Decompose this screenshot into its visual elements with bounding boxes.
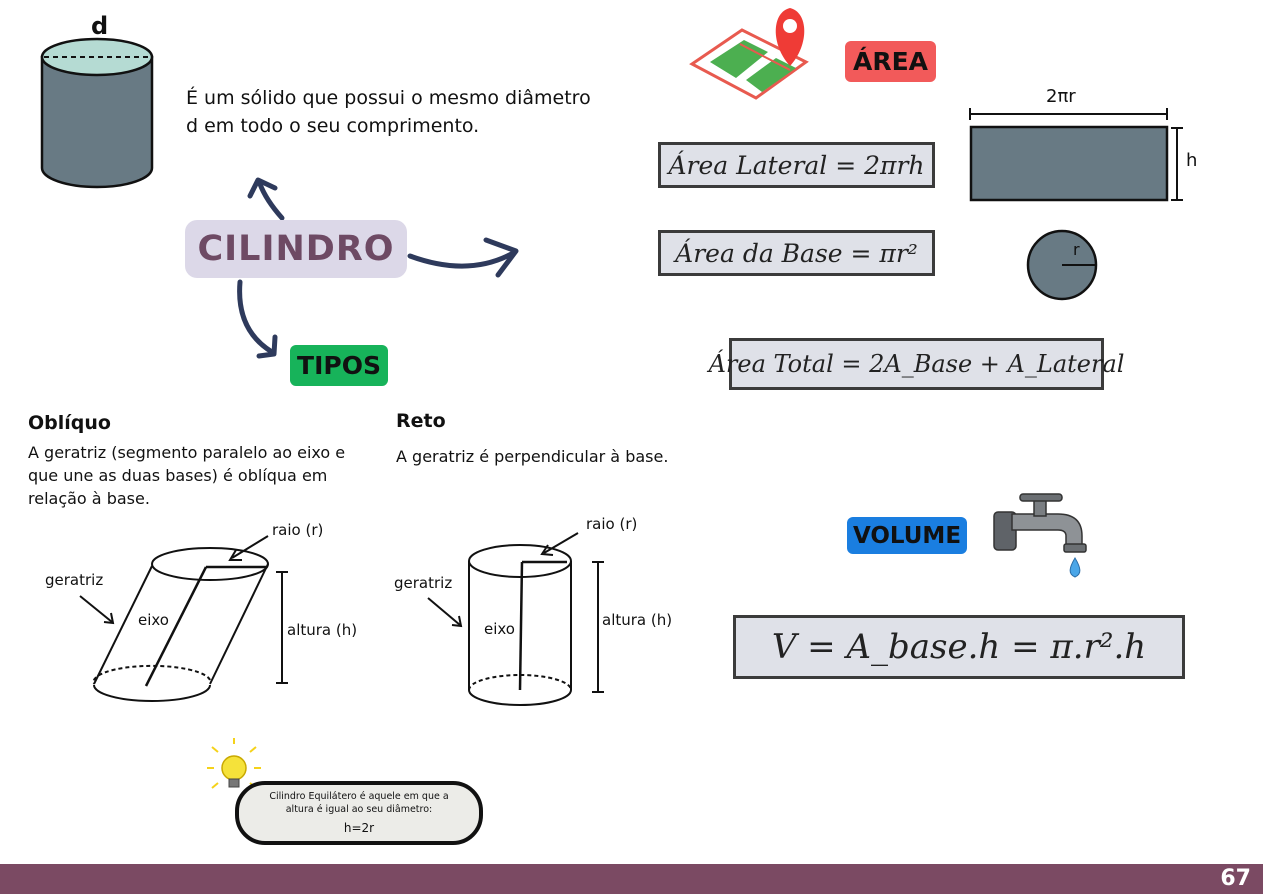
right-eixo-label: eixo <box>484 620 515 638</box>
page-number: 67 <box>1220 866 1251 891</box>
right-altura-label: altura (h) <box>602 611 673 629</box>
volume-formula-text: V = A_base.h = π.r².h <box>771 627 1147 667</box>
mindmap-arrows <box>237 177 519 359</box>
rect-height-label: h <box>1186 150 1198 171</box>
right-raio-label: raio (r) <box>586 515 638 533</box>
lateral-area-formula: Área Lateral = 2πrh <box>658 142 935 188</box>
volume-badge: VOLUME <box>847 517 967 554</box>
tipos-badge: TIPOS <box>290 345 388 386</box>
oblique-eixo-label: eixo <box>138 611 169 629</box>
rect-width-label: 2πr <box>1046 86 1076 107</box>
map-pin-icon <box>689 8 809 100</box>
oblique-raio-label: raio (r) <box>272 521 324 539</box>
oblique-title: Oblíquo <box>28 412 111 434</box>
cylinder-illustration <box>40 37 154 189</box>
right-description: A geratriz é perpendicular à base. <box>396 447 669 466</box>
topic-title: CILINDRO <box>185 220 407 278</box>
base-area-diagram <box>1026 229 1098 301</box>
area-badge: ÁREA <box>845 41 936 82</box>
diameter-label: d <box>91 12 109 40</box>
lateral-area-diagram <box>969 108 1183 202</box>
base-area-formula-text: Área da Base = πr² <box>675 238 918 268</box>
oblique-geratriz-label: geratriz <box>45 571 104 589</box>
lightbulb-icon <box>207 738 261 789</box>
volume-formula: V = A_base.h = π.r².h <box>733 615 1185 679</box>
lateral-area-formula-text: Área Lateral = 2πrh <box>668 150 925 180</box>
total-area-formula-text: Área Total = 2A_Base + A_Lateral <box>708 350 1125 378</box>
page-footer: 67 <box>0 864 1263 894</box>
tip-bubble: Cilindro Equilátero é aquele em que a al… <box>235 781 483 845</box>
oblique-cylinder-diagram <box>79 535 288 702</box>
oblique-altura-label: altura (h) <box>287 621 358 639</box>
oblique-description: A geratriz (segmento paralelo ao eixo e … <box>28 443 346 508</box>
total-area-formula: Área Total = 2A_Base + A_Lateral <box>709 338 1124 390</box>
base-area-formula: Área da Base = πr² <box>658 230 935 276</box>
cylinder-description: É um sólido que possui o mesmo diâmetro … <box>186 87 591 137</box>
tip-text: Cilindro Equilátero é aquele em que a al… <box>269 791 449 815</box>
right-title: Reto <box>396 410 446 432</box>
water-faucet-icon <box>993 493 1087 578</box>
right-cylinder-diagram <box>427 532 604 706</box>
tip-formula: h=2r <box>343 821 375 835</box>
circle-radius-label: r <box>1073 240 1080 259</box>
right-geratriz-label: geratriz <box>394 574 453 592</box>
